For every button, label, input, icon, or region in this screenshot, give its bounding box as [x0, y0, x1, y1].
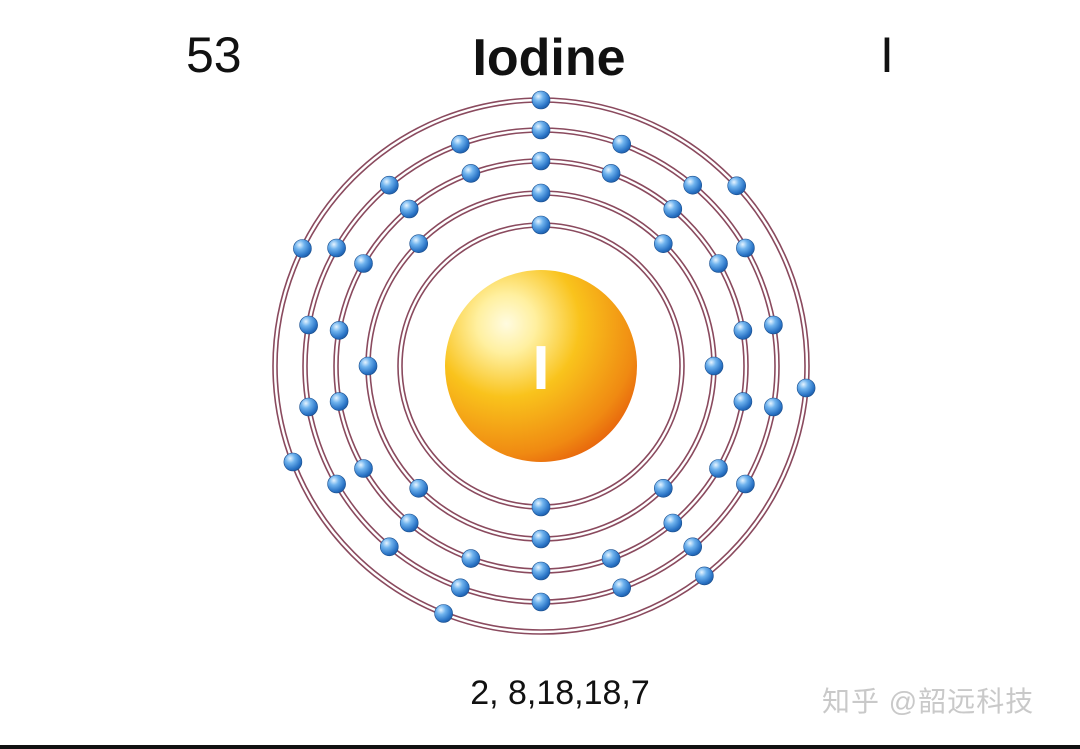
electron-shell-3 [601, 549, 621, 568]
electron-shell-5 [531, 90, 551, 110]
atomic-number: 53 [186, 27, 242, 83]
electron-shell-3 [733, 392, 753, 411]
electron-shell-3 [531, 561, 551, 581]
electron-shell-2 [653, 478, 673, 498]
element-name: Iodine [472, 29, 626, 87]
electron-shell-4 [327, 238, 346, 258]
nucleus [445, 270, 637, 462]
electron-shell-1 [531, 215, 551, 235]
electron-shell-3 [399, 513, 419, 533]
electron-shell-3 [354, 254, 373, 273]
electron-shell-5 [293, 239, 312, 258]
electron-shell-4 [379, 175, 399, 195]
electron-shell-4 [531, 592, 551, 612]
watermark: 知乎 @韶远科技 [822, 686, 1035, 717]
bottom-divider [0, 745, 1080, 749]
electron-shell-3 [663, 513, 683, 533]
electron-configuration: 2, 8,18,18,7 [470, 674, 650, 712]
electron-shell-4 [531, 120, 551, 140]
electron-shell-3 [461, 164, 481, 183]
electron-shell-3 [399, 199, 419, 219]
electron-shell-3 [329, 321, 349, 340]
electron-shell-3 [733, 321, 753, 340]
electron-shell-4 [683, 537, 703, 557]
electron-shell-2 [409, 234, 429, 253]
electron-shell-4 [683, 175, 703, 195]
electron-shell-1 [531, 497, 551, 517]
electron-shell-4 [450, 578, 470, 598]
electron-shell-3 [329, 392, 349, 411]
electron-shell-4 [736, 474, 755, 494]
electron-shell-2 [704, 356, 724, 376]
electron-shell-2 [531, 183, 551, 203]
electron-shell-4 [450, 134, 470, 154]
electron-shell-3 [663, 199, 683, 219]
electron-shell-3 [709, 254, 728, 273]
electron-shell-5 [727, 176, 747, 196]
electron-shell-3 [531, 151, 551, 171]
electron-shell-5 [695, 566, 714, 586]
nucleus-symbol: I [532, 334, 549, 403]
electron-shell-4 [764, 397, 783, 417]
electron-shell-5 [796, 378, 816, 398]
electron-shell-2 [358, 356, 378, 376]
electron-shell-2 [531, 529, 551, 549]
electron-shell-4 [736, 238, 755, 258]
electrons [283, 90, 816, 623]
electron-shell-2 [653, 234, 673, 253]
electron-shell-4 [764, 315, 783, 335]
electron-shell-4 [327, 474, 346, 494]
electron-shell-5 [434, 604, 453, 623]
electron-shell-5 [283, 452, 303, 472]
electron-shell-4 [612, 578, 632, 598]
electron-shell-3 [461, 549, 481, 568]
element-symbol: I [880, 27, 894, 83]
electron-shell-3 [354, 459, 373, 478]
electron-shell-3 [601, 164, 621, 183]
electron-shell-4 [379, 537, 399, 557]
electron-shell-4 [299, 397, 318, 417]
electron-shell-2 [409, 478, 429, 498]
electron-shell-4 [612, 134, 632, 154]
electron-shell-4 [299, 315, 318, 335]
electron-shell-3 [709, 459, 728, 478]
